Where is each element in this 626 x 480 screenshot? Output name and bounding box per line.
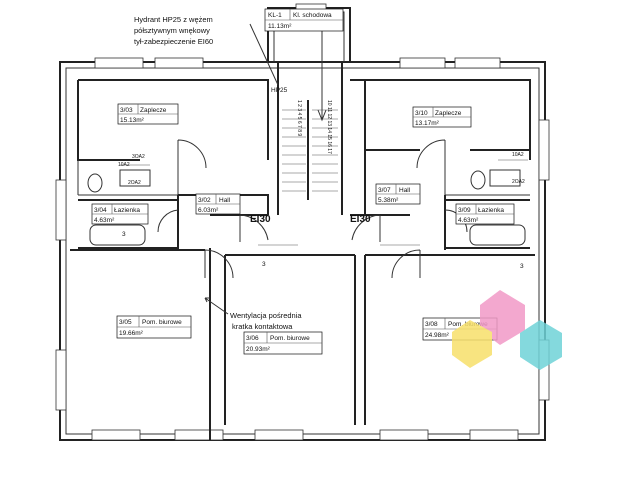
room-number: 3/03: [120, 107, 133, 114]
fixture-code: 2OA2: [512, 179, 525, 185]
room-number: 3/08: [425, 321, 438, 328]
window-bottom-4: [379, 429, 429, 441]
room-number: 3/07: [378, 187, 391, 194]
room-number: 3/05: [119, 319, 132, 326]
hp25-label: HP25: [271, 87, 288, 94]
hydrant-note-line3: tył-zabezpieczenie EI60: [134, 37, 213, 46]
room-area: 13.17m²: [415, 120, 440, 127]
room-label-kl: KL-1 Kl. schodowa 11.13m²: [264, 8, 344, 32]
door-ei30-right: [351, 214, 381, 242]
hydrant-note: Hydrant HP25 z wężem półsztywnym wnękowy…: [134, 15, 288, 94]
fixture-code: 10A2: [118, 162, 130, 168]
sink-left: [119, 169, 151, 187]
room-name: Hall: [399, 187, 411, 194]
room-name: Łazienka: [478, 207, 504, 214]
room-label-3-05: 3/05 Pom. biurowe 19.66m²: [116, 315, 192, 339]
window-right-1: [538, 119, 550, 181]
vent-note: Wentylacja pośrednia kratka kontaktowa: [204, 297, 302, 331]
hydrant-note-line1: Hydrant HP25 z wężem: [134, 15, 213, 24]
sink-right: [489, 169, 521, 187]
window-bottom-1: [91, 429, 141, 441]
room-number: 3/02: [198, 197, 211, 204]
window-top-3: [399, 57, 446, 69]
wall-hall-right: [364, 150, 530, 250]
room-label-3-09: 3/09 Łazienka 4.63m²: [455, 203, 515, 225]
room-number: 3/10: [415, 110, 428, 117]
watermark-logo: [452, 290, 562, 370]
fixture-code: 10A2: [512, 152, 524, 158]
logo-yellow-shape: [452, 320, 492, 368]
room-name: Łazienka: [114, 207, 140, 214]
door-tag-ei30-right: EI30: [350, 214, 371, 225]
stair-numbers-right: 10 11 12 13 14 15 16 17: [326, 100, 332, 154]
fixture-code: 3: [520, 263, 524, 270]
bathtub-left: [89, 224, 146, 246]
wall-zaplecze-right: [350, 79, 531, 160]
room-area: 24.98m²: [425, 332, 450, 339]
vent-note-line2: kratka kontaktowa: [232, 322, 293, 331]
window-bottom-5: [469, 429, 519, 441]
door-right-zaplecze: [416, 139, 446, 169]
room-label-3-10: 3/10 Zaplecze 13.17m²: [412, 106, 472, 128]
room-label-3-04: 3/04 Łazienka 4.63m²: [91, 203, 149, 225]
door-left-zaplecze: [177, 139, 207, 169]
room-area: 19.66m²: [119, 330, 144, 337]
room-area: 6.03m²: [198, 207, 219, 214]
stair-flight-walls: [277, 62, 343, 215]
room-area: 20.93m²: [246, 346, 271, 353]
radiator-marks: [120, 159, 528, 246]
window-left-1: [55, 179, 67, 241]
logo-pink-shape: [480, 290, 525, 345]
room-label-3-03: 3/03 Zaplecze 15.13m²: [117, 103, 179, 125]
room-name: Zaplecze: [435, 110, 462, 117]
wall-right-service: [444, 160, 530, 196]
window-top-2: [154, 57, 204, 69]
toilet-right: [470, 170, 486, 190]
door-office-left: [204, 249, 234, 279]
fixture-code: 2OA2: [128, 180, 141, 186]
window-bottom-2: [174, 429, 224, 441]
room-area: 11.13m²: [268, 23, 292, 30]
window-top-1: [94, 57, 144, 69]
room-label-3-06: 3/06 Pom. biurowe 20.93m²: [243, 331, 323, 355]
toilet-left: [87, 173, 103, 193]
room-name: Hall: [219, 197, 231, 204]
wall-right-office: [364, 254, 535, 425]
wall-bath-left: [78, 199, 178, 249]
window-left-2: [55, 349, 67, 411]
hydrant-note-line2: półsztywnym wnękowy: [134, 26, 210, 35]
room-name: Kl. schodowa: [293, 12, 332, 19]
room-label-3-02: 3/02 Hall 6.03m²: [195, 193, 241, 215]
room-name: Pom. biurowe: [142, 319, 182, 326]
fixture-code: 3: [262, 261, 266, 268]
door-office-right: [391, 249, 421, 279]
room-name: Zaplecze: [140, 107, 167, 114]
room-number: KL-1: [268, 12, 282, 19]
window-top-4: [454, 57, 501, 69]
door-tag-ei30-left: EI30: [250, 214, 271, 225]
wall-corridor-2: [224, 254, 356, 425]
room-area: 15.13m²: [120, 117, 145, 124]
window-bottom-3: [254, 429, 304, 441]
room-name: Pom. biurowe: [270, 335, 310, 342]
door-ei30-left: [239, 214, 269, 242]
vent-note-line1: Wentylacja pośrednia: [230, 311, 302, 320]
fixture-code: 3OA2: [132, 154, 145, 160]
stair-steps: [282, 109, 338, 192]
room-area: 5.38m²: [378, 197, 399, 204]
room-area: 4.63m²: [94, 217, 115, 224]
room-number: 3/06: [246, 335, 259, 342]
room-number: 3/04: [94, 207, 107, 214]
bathtub-right: [469, 224, 526, 246]
room-label-3-07: 3/07 Hall 5.38m²: [375, 183, 421, 205]
door-hall-left: [157, 209, 179, 233]
room-number: 3/09: [458, 207, 471, 214]
fixture-code: 3: [122, 231, 126, 238]
logo-cyan-shape: [520, 320, 562, 370]
stair-numbers-left: 1 2 3 4 5 6 7 8 9: [296, 100, 302, 136]
room-area: 4.63m²: [458, 217, 479, 224]
